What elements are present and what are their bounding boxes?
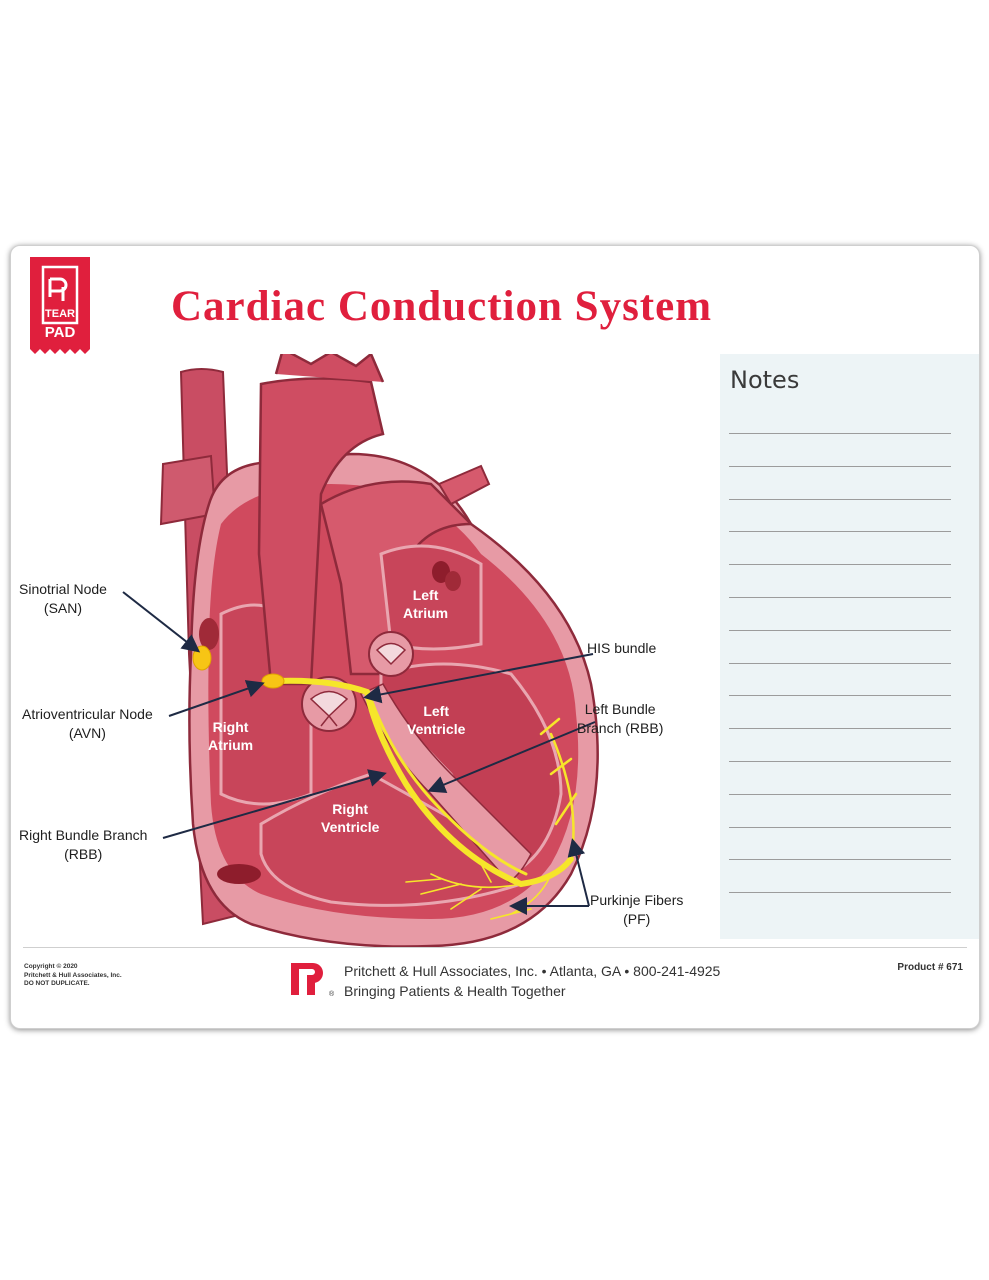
svg-text:PAD: PAD (45, 324, 76, 341)
rbb-label: Right Bundle Branch(RBB) (19, 827, 148, 862)
notes-line[interactable] (729, 564, 951, 566)
avn-label: Atrioventricular Node(AVN) (22, 706, 153, 741)
product-number: Product # 671 (897, 962, 963, 973)
right-ventricle-chamber (259, 772, 524, 907)
svg-text:®: ® (329, 990, 335, 998)
tear-pad-logo: TEAR PAD (30, 257, 90, 354)
footer-divider (23, 947, 967, 948)
notes-line[interactable] (729, 859, 951, 861)
notes-line[interactable] (729, 629, 951, 631)
rbb-pointer (162, 769, 387, 839)
copyright-notice: Copyright © 2020 Pritchett & Hull Associ… (24, 963, 122, 987)
san-label: Sinotrial Node(SAN) (19, 581, 107, 616)
notes-title: Notes (730, 366, 800, 394)
company-info: Pritchett & Hull Associates, Inc. • Atla… (344, 963, 721, 979)
heart-illustration (122, 347, 599, 948)
notes-line[interactable] (729, 728, 951, 730)
his-pointer (363, 653, 594, 704)
notes-line[interactable] (729, 892, 951, 894)
svg-text:TEAR: TEAR (45, 308, 75, 320)
pritchett-hull-logo: ® (291, 963, 335, 998)
notes-line[interactable] (729, 826, 951, 828)
notes-panel: Notes (720, 354, 979, 939)
notes-line[interactable] (729, 695, 951, 697)
purkinje-label: Purkinje Fibers(PF) (590, 892, 684, 927)
notes-line[interactable] (729, 531, 951, 533)
avn-pointer (168, 680, 265, 717)
pf-pointer-2 (567, 838, 590, 907)
page-title: Cardiac Conduction System (171, 283, 713, 330)
notes-line[interactable] (729, 433, 951, 434)
company-tagline: Bringing Patients & Health Together (344, 983, 566, 999)
notes-line[interactable] (729, 465, 951, 467)
notes-line[interactable] (729, 597, 951, 598)
notes-line[interactable] (729, 761, 951, 762)
notes-line[interactable] (729, 662, 951, 664)
his-bundle-label: HIS bundle (587, 640, 657, 656)
notes-line[interactable] (729, 793, 951, 795)
atrioventricular-node (261, 673, 285, 689)
tear-pad-card: TEAR PAD Cardiac Conduction System (10, 245, 980, 1029)
notes-line[interactable] (729, 498, 951, 500)
lbb-pointer (427, 721, 596, 793)
san-pointer (122, 591, 201, 653)
aorta (257, 377, 385, 686)
